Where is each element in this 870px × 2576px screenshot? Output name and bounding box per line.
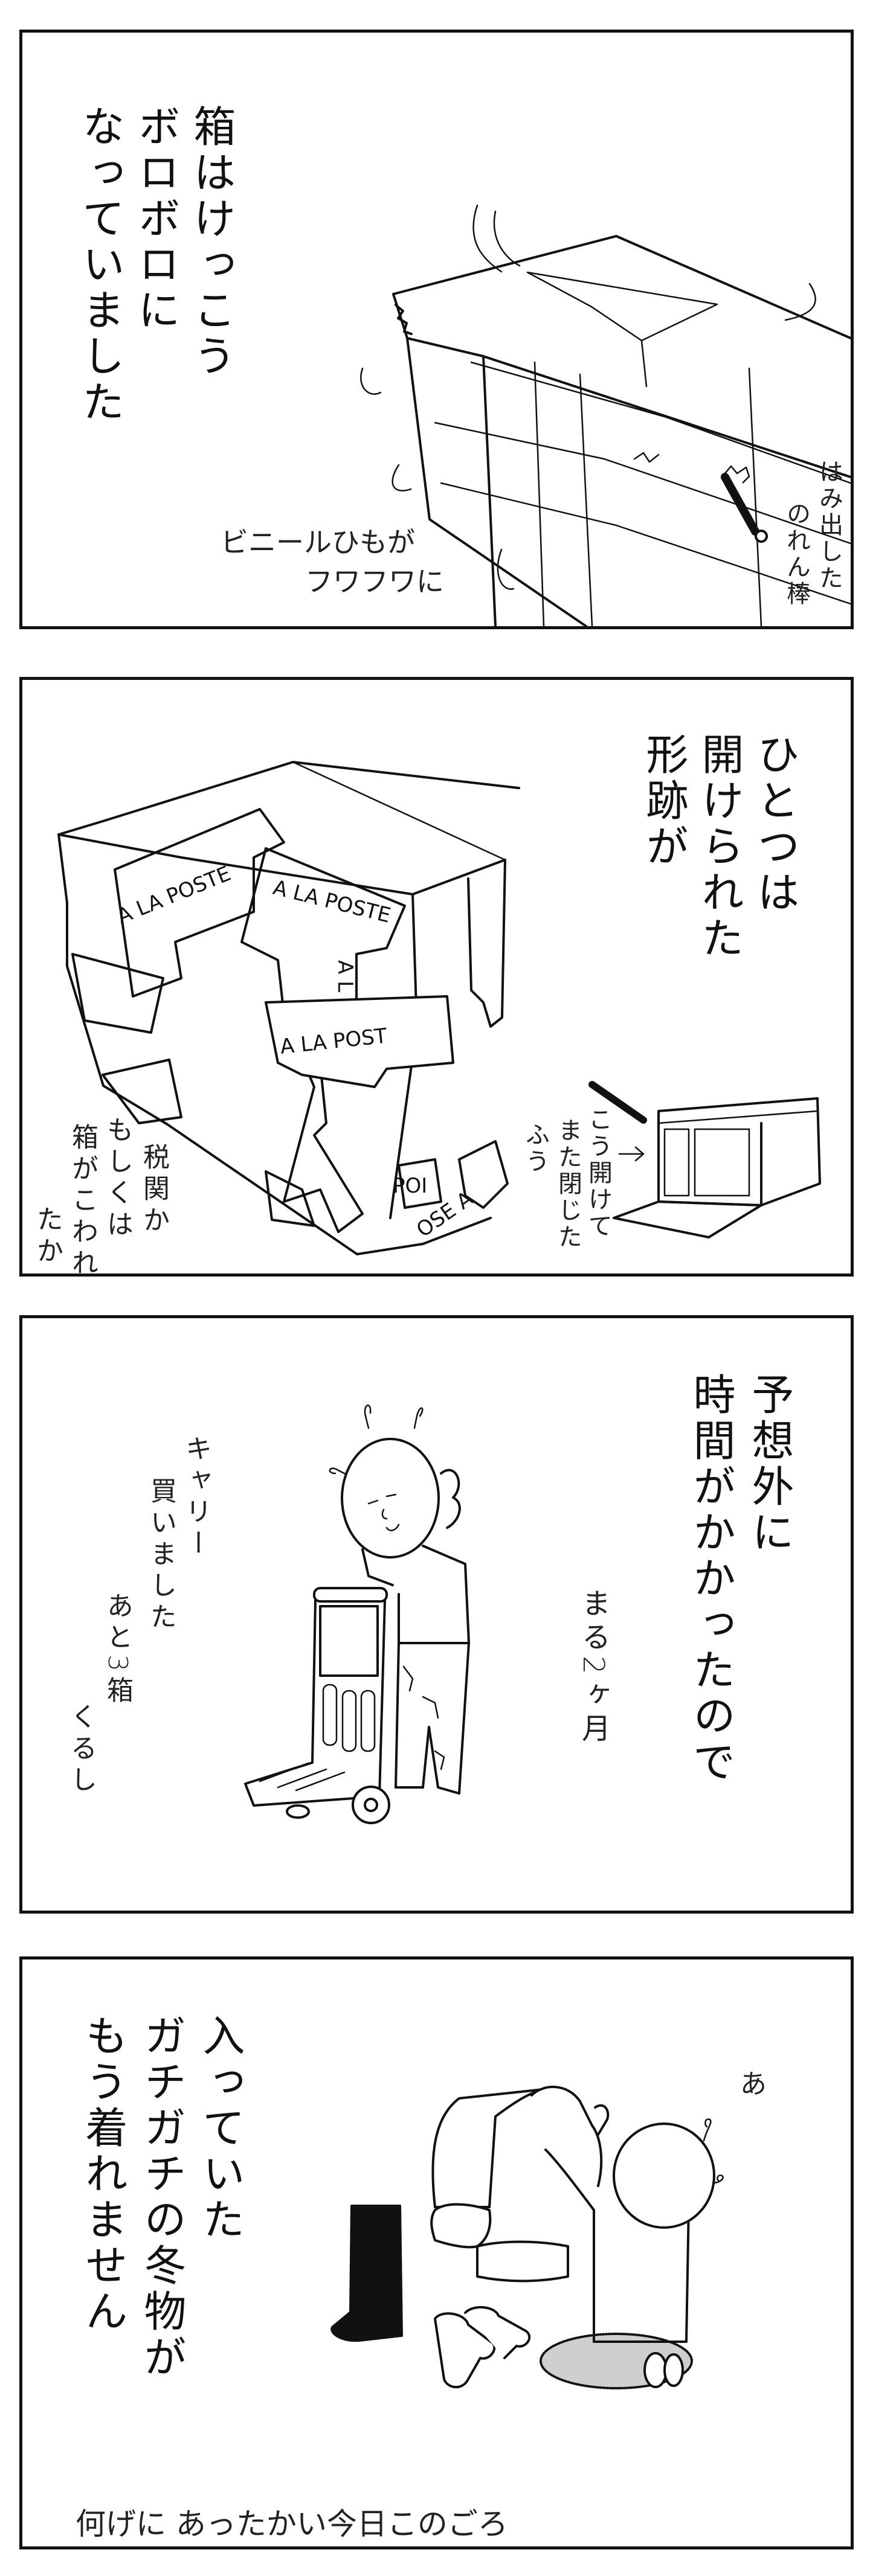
- panel1-narration-line1: 箱はけっこう: [187, 104, 236, 380]
- panel3-note-cart-3: あと3箱: [102, 1592, 133, 1708]
- panel2-note-reopened-2: また閉じた: [554, 1118, 582, 1251]
- panel2-note-reopened-3: ふう: [521, 1122, 549, 1175]
- panel4-caption: 何げに あったかい今日このごろ: [76, 2507, 508, 2542]
- panel1-note-string-line2: フワフワに: [305, 565, 444, 598]
- panel-4: [19, 1956, 854, 2549]
- panel3-note-cart-1: キャリー: [181, 1435, 211, 1560]
- panel1-narration-line3: なっていました: [76, 104, 125, 426]
- panel3-narration-line1: 予想外に: [745, 1373, 794, 1556]
- panel3-note-duration: まる2ヶ月: [576, 1588, 610, 1747]
- panel1-narration-line2: ボロボロに: [131, 104, 181, 334]
- panel2-note-customs-3: 箱がこわれ: [67, 1123, 98, 1280]
- panel2-note-customs-1: 税関か: [138, 1143, 169, 1237]
- panel2-narration-line1: ひとつは: [750, 732, 800, 916]
- panel2-narration-line2: 開けられた: [695, 732, 744, 962]
- panel1-note-rod-line2: のれん棒: [782, 501, 810, 607]
- panel4-narration-line2: ガチガチの冬物が: [137, 2014, 187, 2381]
- panel4-exclaim: あ: [740, 2069, 767, 2100]
- panel2-note-customs-4: たか: [32, 1205, 63, 1268]
- panel2-note-reopened-1: こう開けて: [584, 1107, 612, 1240]
- panel2-note-customs-2: もしくは: [102, 1116, 133, 1242]
- panel4-narration-line1: 入っていた: [196, 2014, 245, 2243]
- panel4-narration-line3: もう着れません: [79, 2014, 128, 2335]
- panel3-note-cart-2: 買いました: [146, 1477, 176, 1634]
- panel3-narration-line2: 時間がかかったので: [686, 1373, 736, 1786]
- panel1-note-rod-line1: はみ出した: [815, 459, 843, 592]
- panel3-note-cart-4: くるし: [66, 1703, 97, 1797]
- panel2-narration-line3: 形跡が: [639, 732, 689, 870]
- panel1-note-string-line1: ビニールひもが: [221, 526, 415, 559]
